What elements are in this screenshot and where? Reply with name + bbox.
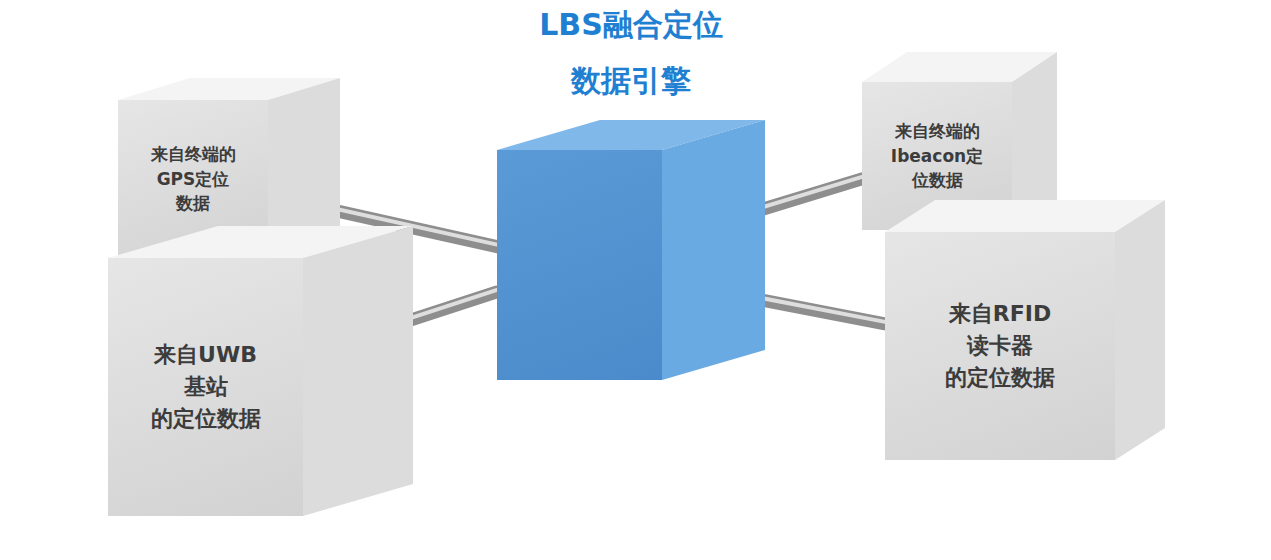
cube-label: 来自RFID 读卡器 的定位数据 bbox=[940, 298, 1060, 394]
engine-heading: LBS融合定位 数据引擎 bbox=[511, 0, 751, 108]
engine-cube: LBS融合定位 数据引擎 bbox=[497, 150, 662, 380]
source-cube: 来自RFID 读卡器 的定位数据 bbox=[885, 232, 1115, 460]
cube-label: 来自终端的 GPS定位 数据 bbox=[143, 142, 243, 216]
source-cube: 来自UWB 基站 的定位数据 bbox=[108, 258, 303, 516]
cube-faces bbox=[497, 150, 662, 380]
cube-side-face bbox=[1115, 200, 1165, 460]
cube-label: 来自终端的 Ibeacon定 位数据 bbox=[887, 119, 987, 193]
cube-label: 来自UWB 基站 的定位数据 bbox=[146, 339, 266, 435]
cube-side-face bbox=[303, 226, 413, 516]
cube-side-face bbox=[662, 120, 765, 380]
